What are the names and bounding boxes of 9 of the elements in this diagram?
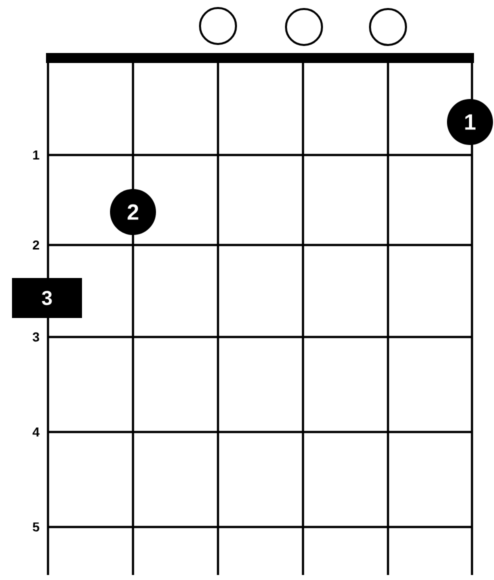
fret-number: 4 <box>32 428 40 436</box>
open-string-marker <box>369 8 407 46</box>
open-string-marker <box>199 7 237 45</box>
fret-number: 1 <box>33 150 40 160</box>
open-string-marker <box>285 8 323 46</box>
fret-number: 3 <box>32 332 40 342</box>
fret-number: 5 <box>32 522 40 532</box>
fret-number: 2 <box>32 240 40 250</box>
finger-box: 3 <box>12 278 82 318</box>
